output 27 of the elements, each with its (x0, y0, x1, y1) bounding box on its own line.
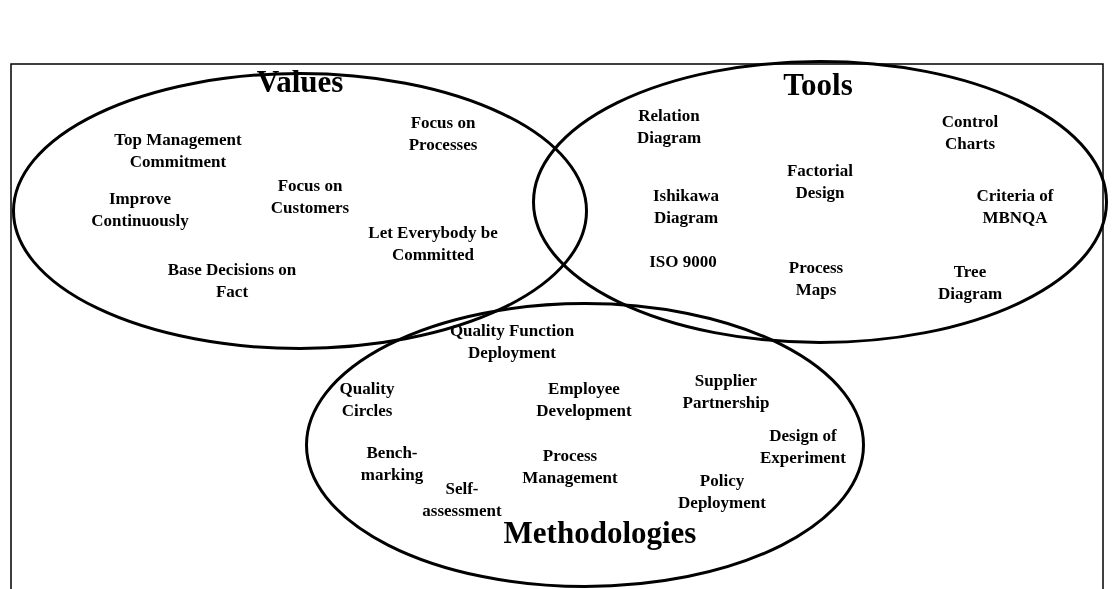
item-text: Design of Experiment (759, 425, 847, 469)
item-text: Ishikawa Diagram (651, 185, 721, 229)
item-text: Focus on Customers (269, 175, 351, 219)
item-text: Employee Development (535, 378, 633, 422)
item-text: Improve Continuously (90, 188, 190, 232)
item-text: Focus on Processes (407, 112, 479, 156)
item-text: Criteria of MBNQA (975, 185, 1055, 229)
item-text: Base Decisions on Fact (166, 259, 298, 303)
ellipse-title: Values (255, 65, 345, 99)
ellipse-title: Methodologies (502, 516, 698, 550)
item-text: Process Management (521, 445, 619, 489)
item-text: Supplier Partnership (681, 370, 771, 414)
item-text: Relation Diagram (635, 105, 703, 149)
item-text: Factorial Design (785, 160, 855, 204)
item-text: Top Management Commitment (113, 129, 243, 173)
item-text: Tree Diagram (936, 261, 1004, 305)
item-text: Control Charts (940, 111, 1000, 155)
item-text: Process Maps (787, 257, 845, 301)
item-text: Bench- marking (359, 442, 425, 486)
item-text: Quality Circles (338, 378, 396, 422)
venn-ellipse (305, 302, 865, 588)
item-text: Policy Deployment (677, 470, 767, 514)
item-text: ISO 9000 (648, 251, 718, 273)
item-text: Self- assessment (422, 479, 503, 522)
ellipse-title: Tools (782, 68, 854, 102)
item-text: Quality Function Deployment (448, 320, 576, 364)
item-text: Let Everybody be Committed (367, 222, 499, 266)
